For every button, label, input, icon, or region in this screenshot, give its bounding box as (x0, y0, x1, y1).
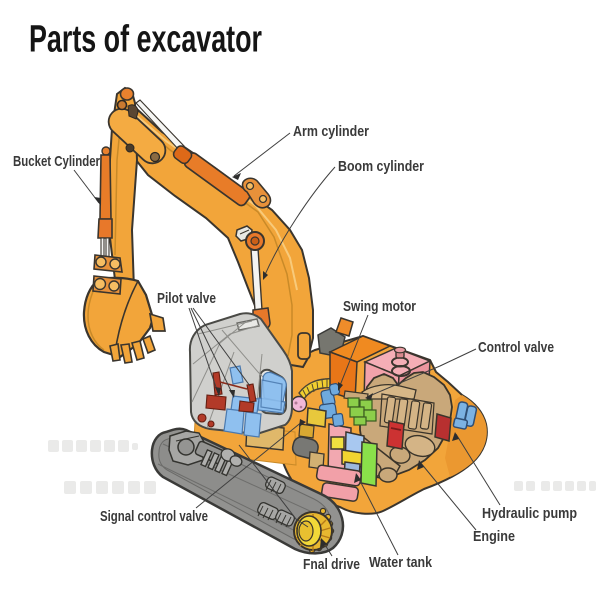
svg-text:Engine: Engine (473, 528, 515, 545)
svg-text:Bucket Cylinder: Bucket Cylinder (13, 153, 100, 170)
svg-text:Signal control valve: Signal control valve (100, 508, 208, 525)
svg-text:Arm cylinder: Arm cylinder (293, 123, 369, 140)
svg-text:Fnal drive: Fnal drive (303, 556, 360, 573)
svg-text:Boom cylinder: Boom cylinder (338, 158, 424, 175)
svg-text:Pilot valve: Pilot valve (157, 290, 216, 307)
svg-text:Water tank: Water tank (369, 554, 433, 571)
svg-text:Control valve: Control valve (478, 339, 554, 356)
svg-text:Hydraulic pump: Hydraulic pump (482, 505, 577, 522)
svg-text:Parts of excavator: Parts of excavator (29, 19, 262, 61)
svg-text:Swing motor: Swing motor (343, 298, 416, 315)
